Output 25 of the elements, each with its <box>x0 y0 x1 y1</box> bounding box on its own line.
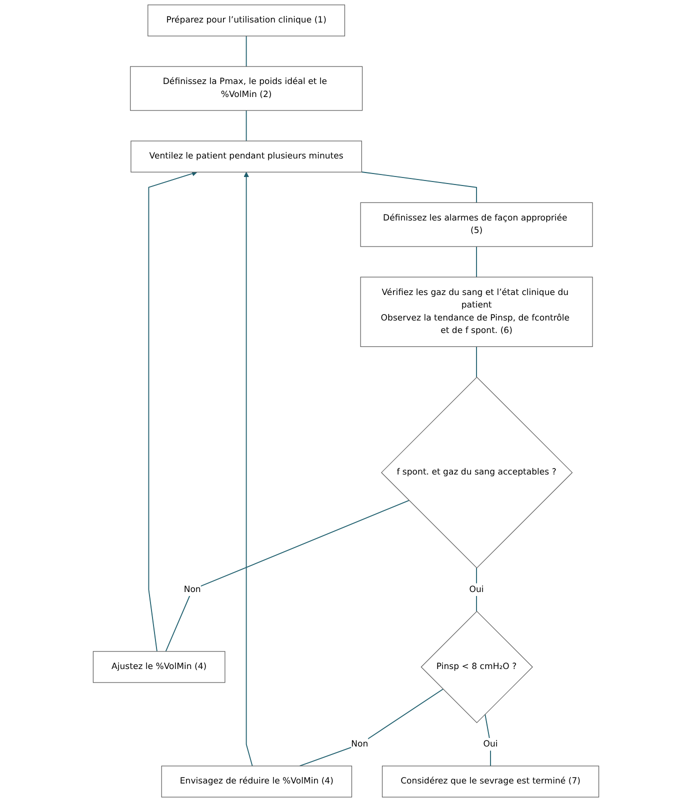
connector <box>484 714 491 766</box>
arrow <box>244 172 253 766</box>
node-box: Définissez les alarmes de façon appropriée (5) <box>360 202 593 247</box>
node-box: Définissez la Pmax, le poids idéal et le %VolMin (2) <box>130 66 363 111</box>
connector <box>299 688 444 766</box>
node-diamond: f spont. et gaz du sang acceptables ? <box>381 376 573 568</box>
arrow <box>148 171 198 652</box>
node-box: Ventilez le patient pendant plusieurs minutes <box>130 140 362 172</box>
edge-label: Oui <box>469 584 484 594</box>
connector <box>476 568 477 612</box>
connector <box>476 246 477 278</box>
node-box: Envisagez de réduire le %VolMin (4) <box>161 766 352 798</box>
node-box: Préparez pour l’utilisation clinique (1) <box>148 4 346 36</box>
connector <box>246 36 247 67</box>
connector <box>361 172 477 204</box>
connector <box>246 110 247 142</box>
node-box: Considérez que le sevrage est terminé (7) <box>382 766 600 798</box>
node-diamond: Pinsp < 8 cmH₂O ? <box>420 610 533 724</box>
node-box: Vérifiez les gaz du sang et l’état clinique du patient Observez la tendance de Pinsp, de fcontrôle et de f spont. (6) <box>360 276 593 347</box>
node-box: Ajustez le %VolMin (4) <box>92 651 226 683</box>
edge-label: Non <box>351 739 368 749</box>
edge-label: Non <box>184 584 201 594</box>
connector <box>476 346 477 378</box>
edge-label: Oui <box>483 739 498 749</box>
connector <box>165 500 410 652</box>
